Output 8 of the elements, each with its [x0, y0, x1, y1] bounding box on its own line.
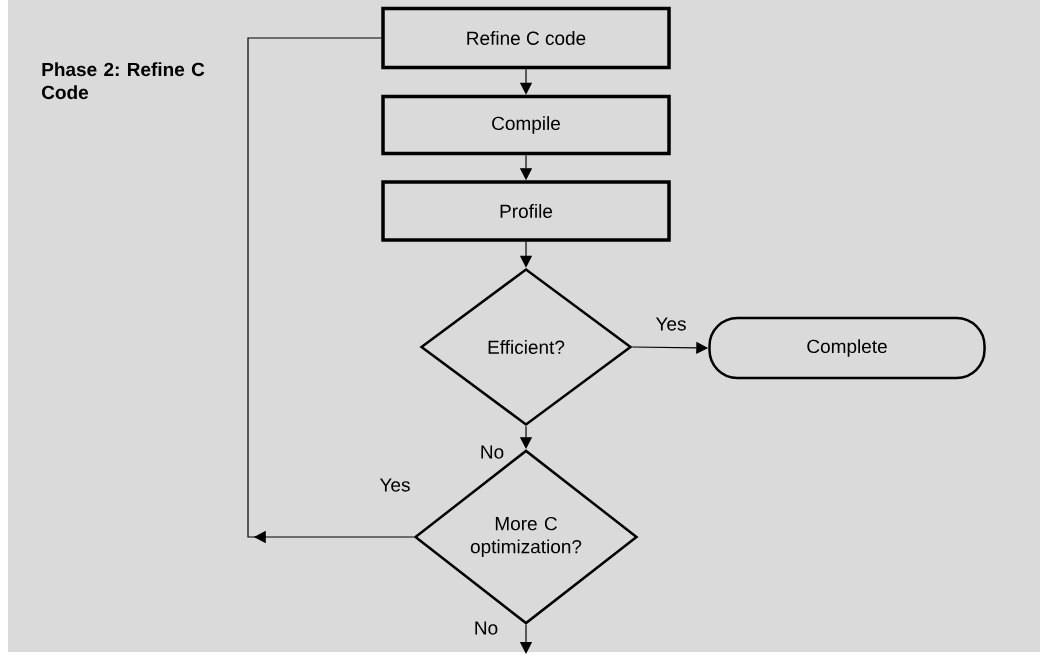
process-box: Refine C code: [381, 6, 671, 70]
terminal-box: Complete: [708, 316, 986, 380]
arrow: [247, 37, 415, 544]
process-box: Profile: [381, 180, 671, 242]
process-box: Compile: [381, 94, 671, 156]
edge-label: Yes: [655, 317, 686, 331]
edge-label: Yes: [379, 478, 410, 492]
phase-heading: Phase 2: Refine C Code: [42, 62, 205, 100]
